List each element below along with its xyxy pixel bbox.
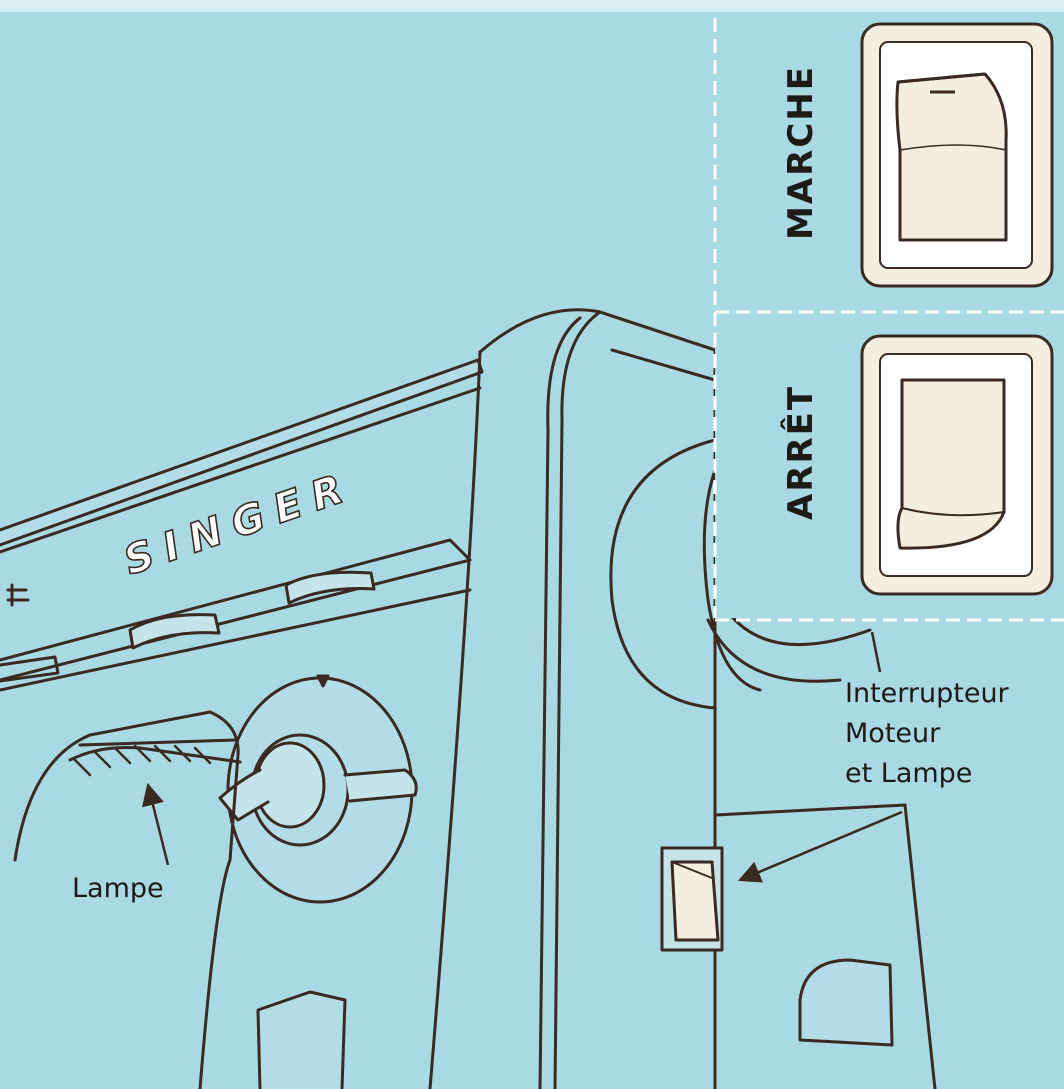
callout-switch-line-1: Interrupteur (845, 678, 1010, 709)
rocker-switch-on (860, 22, 1054, 288)
callout-lamp-label: Lampe (72, 873, 164, 904)
callout-switch: Interrupteur Moteur et Lampe (737, 631, 1017, 883)
top-edge (0, 0, 1064, 12)
rocker-switch-off (860, 334, 1054, 596)
callout-lamp: Lampe (72, 782, 170, 904)
svg-text:Interrupteur Moteur: Interrupteur Moteur et Lampe (845, 678, 1017, 789)
switch-inset: MARCHE ARRÊT (713, 18, 1064, 622)
callout-switch-leader (870, 631, 882, 673)
callout-lamp-arrow (141, 782, 170, 866)
callout-switch-arrow (737, 810, 903, 883)
callout-switch-line-2: Moteur (845, 718, 941, 749)
switch-off-label: ARRÊT (780, 385, 821, 520)
machine-body (0, 308, 937, 1089)
switch-on-label: MARCHE (781, 65, 821, 240)
callout-switch-line-3: et Lampe (845, 758, 972, 789)
